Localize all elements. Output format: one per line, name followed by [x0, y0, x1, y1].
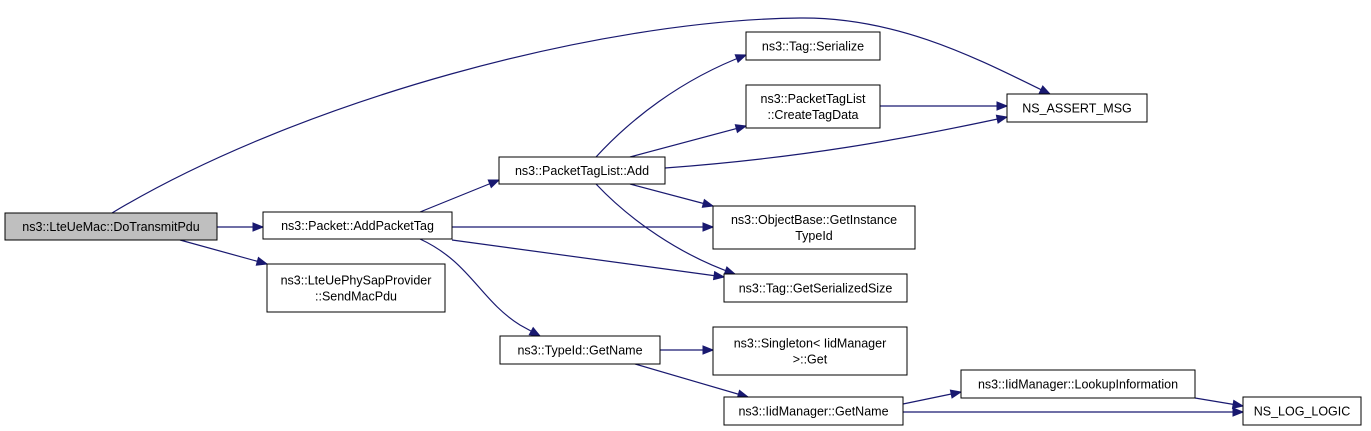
node-label: ns3::Tag::GetSerializedSize [739, 282, 893, 296]
edge-line [664, 116, 1008, 169]
node-box [1242, 396, 1362, 426]
arrowhead [701, 198, 715, 208]
edge-n4-to-n8 [595, 54, 748, 158]
node-label: ns3::IidManager::LookupInformation [978, 378, 1178, 392]
function-node[interactable]: ns3::IidManager::GetName [723, 396, 904, 426]
node-label: ns3::IidManager::GetName [738, 405, 888, 419]
edge-n1-to-n5 [452, 222, 715, 232]
node-box [1006, 93, 1148, 123]
arrowhead [487, 179, 501, 189]
edge-line [595, 183, 736, 275]
edge-line [419, 238, 541, 337]
function-node[interactable]: ns3::IidManager::LookupInformation [960, 369, 1196, 399]
function-node[interactable]: ns3::Tag::GetSerializedSize [723, 273, 908, 303]
function-node[interactable]: ns3::Tag::Serialize [745, 31, 881, 61]
node-box [499, 335, 661, 365]
node-label: NS_ASSERT_MSG [1022, 102, 1132, 116]
node-label: ns3::PacketTagList [761, 92, 866, 106]
edge-line [595, 54, 747, 158]
edge-line [111, 17, 1051, 214]
arrowhead [723, 266, 737, 276]
function-node[interactable]: ns3::PacketTagList::Add [498, 156, 666, 185]
node-box [745, 84, 881, 129]
node-label: ns3::LteUePhySapProvider [281, 274, 432, 288]
edge-n12-to-n13 [1194, 397, 1245, 409]
node-label: TypeId [795, 229, 833, 243]
node-label: ns3::PacketTagList::Add [515, 164, 649, 178]
edge-n9-to-n2 [880, 101, 1009, 111]
node-box [712, 326, 908, 376]
arrowhead [949, 389, 963, 399]
arrowhead [1232, 407, 1245, 417]
edge-n11-to-n13 [903, 407, 1245, 417]
node-label: ns3::Tag::Serialize [762, 40, 864, 54]
edge-n4-to-n2 [664, 114, 1009, 169]
edge-n1-to-n7 [419, 238, 542, 337]
function-node[interactable]: ns3::TypeId::GetName [499, 335, 661, 365]
arrowhead [528, 326, 542, 337]
edge-n0-to-n1 [217, 222, 265, 232]
node-box [266, 263, 446, 313]
node-box [262, 211, 453, 240]
node-label: ::SendMacPdu [315, 290, 397, 304]
function-node[interactable]: NS_LOG_LOGIC [1242, 396, 1362, 426]
arrowhead [996, 101, 1009, 111]
arrowhead [252, 222, 265, 232]
arrowhead [255, 256, 269, 266]
edge-n1-to-n4 [419, 179, 501, 213]
arrowhead [734, 54, 748, 64]
call-graph-edges [111, 17, 1245, 417]
edge-n11-to-n12 [902, 389, 963, 405]
function-node[interactable]: ns3::LteUePhySapProvider::SendMacPdu [266, 263, 446, 313]
node-box [960, 369, 1196, 399]
arrowhead [702, 222, 715, 232]
function-node[interactable]: NS_ASSERT_MSG [1006, 93, 1148, 123]
node-box [498, 156, 666, 185]
node-box [712, 205, 916, 250]
node-label: >::Get [793, 353, 828, 367]
arrowhead [712, 270, 726, 281]
node-box [4, 212, 218, 241]
edge-line [634, 363, 749, 398]
arrowhead [734, 124, 748, 134]
edge-line [629, 125, 747, 158]
edge-n4-to-n9 [629, 124, 748, 158]
node-box [723, 396, 904, 426]
edge-n1-to-n6 [451, 239, 726, 281]
edge-line [419, 179, 500, 213]
edge-n4-to-n5 [629, 183, 715, 208]
node-label: ns3::Packet::AddPacketTag [281, 219, 434, 233]
arrowhead [1231, 399, 1245, 409]
function-node[interactable]: ns3::Packet::AddPacketTag [262, 211, 453, 240]
node-label: ns3::Singleton< IidManager [734, 337, 887, 351]
edge-n7-to-n10 [660, 345, 715, 355]
edge-line [629, 183, 714, 207]
root-function-node[interactable]: ns3::LteUeMac::DoTransmitPdu [4, 212, 218, 241]
edge-n0-to-n3 [179, 239, 269, 266]
node-label: ns3::TypeId::GetName [517, 344, 642, 358]
node-label: NS_LOG_LOGIC [1254, 405, 1351, 419]
arrowhead [702, 345, 715, 355]
node-label: ns3::ObjectBase::GetInstance [731, 213, 897, 227]
edge-line [451, 239, 725, 278]
function-node[interactable]: ns3::PacketTagList::CreateTagData [745, 84, 881, 129]
arrowhead [1038, 85, 1052, 95]
edge-line [179, 239, 268, 265]
node-label: ns3::LteUeMac::DoTransmitPdu [22, 220, 199, 234]
function-node[interactable]: ns3::Singleton< IidManager >::Get [712, 326, 908, 376]
arrowhead [995, 114, 1009, 124]
node-label: ::CreateTagData [767, 108, 858, 122]
node-box [745, 31, 881, 61]
node-box [723, 273, 908, 303]
call-graph-nodes: ns3::LteUeMac::DoTransmitPdu ns3::Packet:… [4, 31, 1362, 426]
